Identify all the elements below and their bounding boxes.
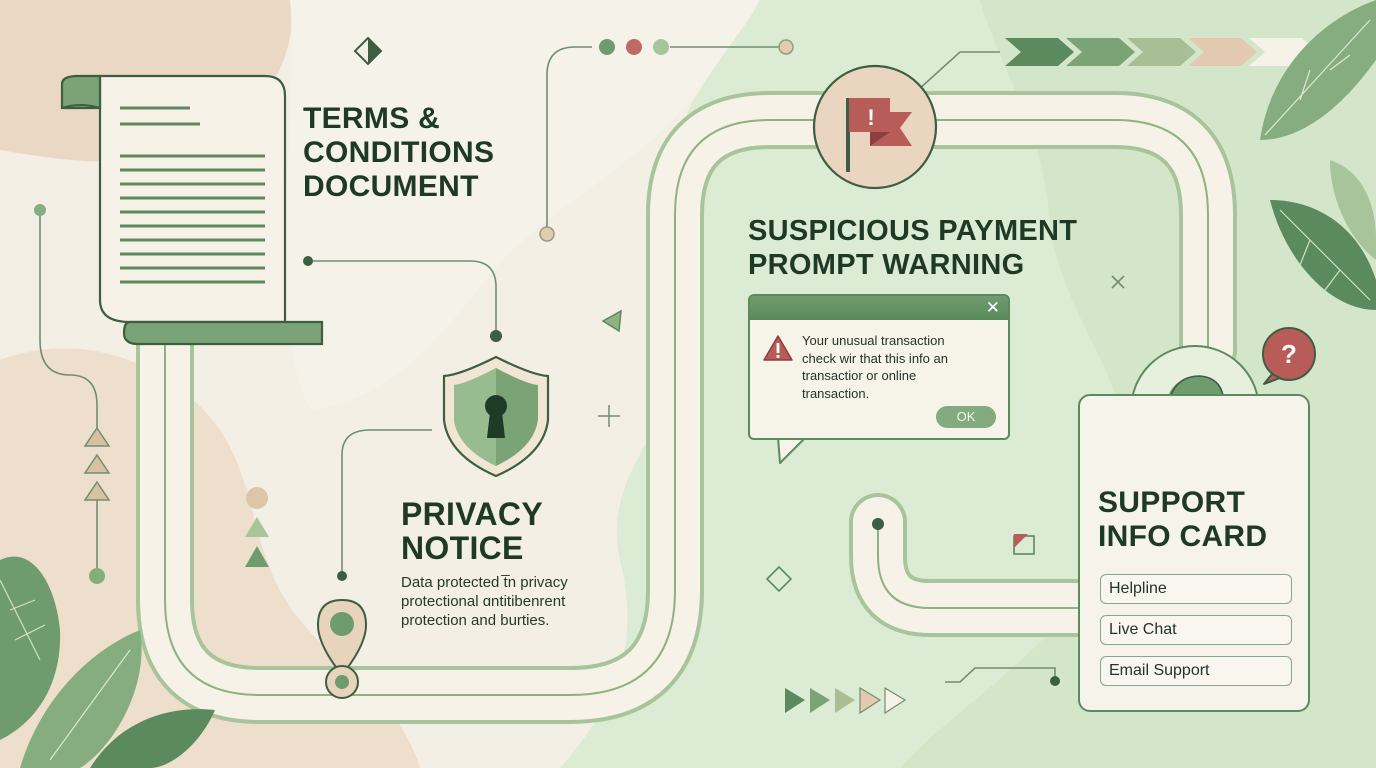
email-support-button[interactable]: Email Support — [1100, 656, 1292, 686]
progress-chevrons — [1005, 38, 1318, 66]
live-chat-button[interactable]: Live Chat — [1100, 615, 1292, 645]
terms-title: TERMS & CONDITIONS DOCUMENT — [303, 102, 494, 204]
close-icon[interactable]: ✕ — [985, 298, 1000, 317]
flag-exclamation: ! — [867, 105, 875, 130]
support-info-card: SUPPORT INFO CARD Helpline Live Chat Ema… — [1078, 394, 1310, 712]
privacy-title-line: NOTICE — [401, 530, 524, 566]
dialog-message: Your unusual transaction check wir that … — [802, 332, 1002, 402]
helpline-button[interactable]: Helpline — [1100, 574, 1292, 604]
location-pin-icon — [316, 598, 368, 699]
dialog-message-line: transactior or online — [802, 368, 917, 383]
privacy-title: PRIVACY NOTICE — [401, 497, 543, 565]
winding-path — [136, 91, 1237, 724]
document-icon — [60, 74, 324, 346]
privacy-body: Data protected t̅n privacy protectional … — [401, 573, 568, 630]
dialog-titlebar: ✕ — [750, 296, 1008, 320]
warning-triangle-icon — [763, 335, 793, 361]
privacy-body-line: protectional ɑntitibenrent — [401, 593, 566, 610]
payment-title: SUSPICIOUS PAYMENT PROMPT WARNING — [748, 214, 1077, 282]
shield-lock-icon — [442, 355, 550, 478]
dialog-message-line: Your unusual transaction — [802, 333, 945, 348]
dialog-message-line: transaction. — [802, 385, 870, 401]
ok-button[interactable]: OK — [936, 406, 996, 428]
warning-flag-icon — [812, 64, 938, 190]
privacy-title-line: PRIVACY — [401, 496, 543, 532]
terms-title-line: CONDITIONS — [303, 136, 495, 169]
terms-title-line: DOCUMENT — [303, 170, 479, 203]
support-title-line: SUPPORT — [1098, 486, 1246, 519]
dialog-message-line: check wir that this info an — [802, 350, 948, 366]
privacy-body-line: protection and burties. — [401, 612, 550, 629]
payment-title-line: SUSPICIOUS PAYMENT — [748, 215, 1078, 247]
connector-dots — [34, 39, 1060, 686]
payment-title-line: PROMPT WARNING — [748, 249, 1025, 281]
terms-title-line: TERMS & — [303, 102, 441, 135]
support-title-line: INFO CARD — [1098, 520, 1268, 553]
warning-dialog: ✕ Your unusual transaction check wir tha… — [748, 294, 1010, 440]
decorative-shapes — [83, 36, 1035, 593]
help-question-mark[interactable]: ? — [1281, 339, 1297, 369]
connector-lines — [39, 46, 1125, 683]
flow-arrows — [785, 686, 907, 715]
support-title: SUPPORT INFO CARD — [1098, 486, 1267, 554]
help-bubble-icon — [1262, 327, 1316, 385]
privacy-body-line: Data protected t̅n privacy — [401, 574, 568, 591]
